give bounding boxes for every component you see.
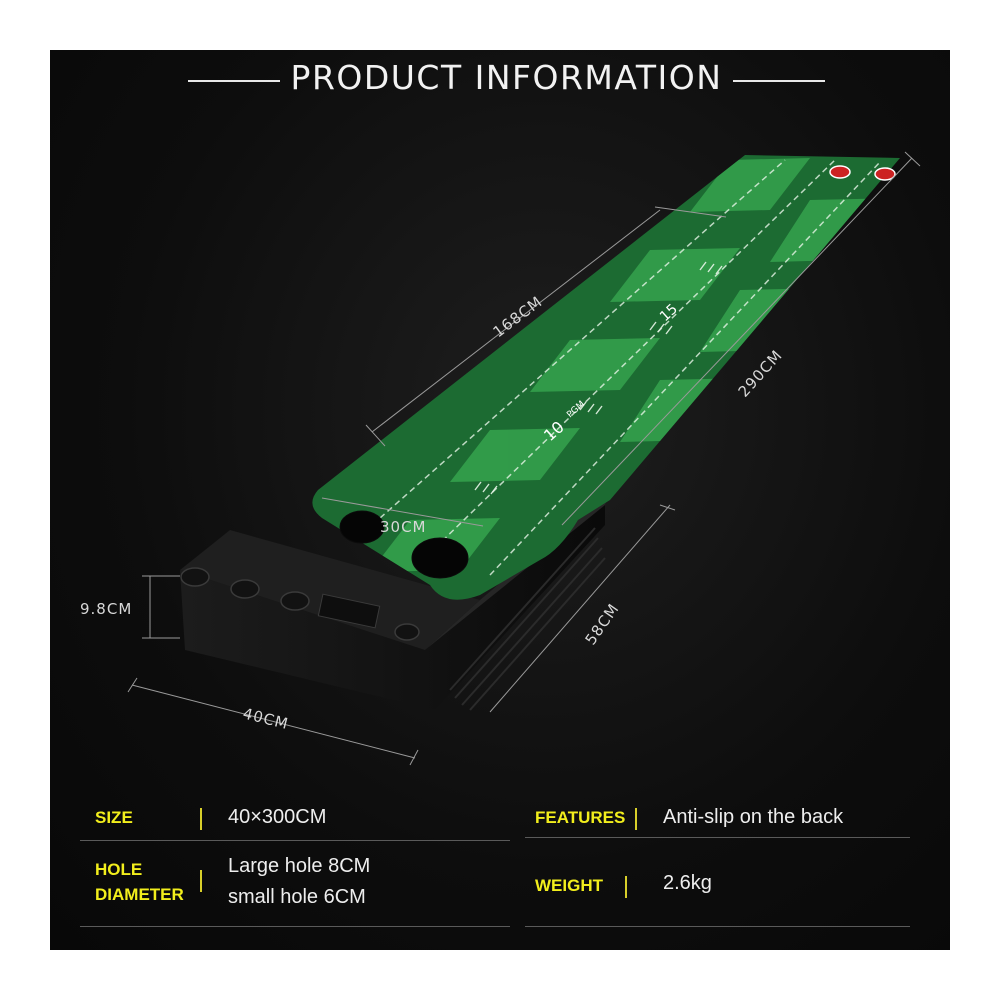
spec-features-label: FEATURES — [535, 808, 626, 827]
target-red-2 — [874, 167, 896, 181]
spec-row-rule-left-1 — [80, 840, 510, 841]
base-top-left — [180, 530, 480, 650]
putting-mat: 10 15 PGM — [312, 155, 900, 600]
page-title: PRODUCT INFORMATION — [290, 58, 723, 97]
title-rule-right — [733, 80, 825, 82]
spec-hole-divider — [200, 870, 202, 892]
large-hole — [411, 537, 469, 579]
dimension-30cm: 30CM — [380, 518, 427, 536]
spec-weight-value: 2.6kg — [663, 872, 712, 894]
spec-size-label: SIZE — [95, 808, 133, 827]
target-red-1 — [829, 165, 851, 179]
dimension-lines — [127, 151, 921, 766]
spec-weight-label: WEIGHT — [535, 876, 603, 895]
spec-features-value: Anti-slip on the back — [663, 806, 844, 828]
product-illustration: 10 15 PGM — [80, 151, 921, 766]
dimension-58cm: 58CM — [582, 600, 623, 648]
spec-row-rule-left-2 — [80, 926, 510, 927]
spec-row-rule-right-2 — [525, 926, 910, 927]
title-rule-left — [188, 80, 280, 82]
dimension-290cm: 290CM — [735, 346, 787, 400]
base-ribs — [449, 527, 606, 711]
spec-hole-label-1: HOLE — [95, 860, 143, 879]
product-info-panel: PRODUCT INFORMATION — [50, 50, 950, 950]
spec-hole-value-2: small hole 6CM — [228, 886, 366, 908]
dimension-9-8cm: 9.8CM — [80, 600, 132, 618]
spec-size-value: 40×300CM — [228, 806, 327, 828]
spec-hole-value-1: Large hole 8CM — [228, 855, 371, 877]
spec-features-divider — [635, 808, 637, 830]
title-row: PRODUCT INFORMATION — [50, 58, 950, 102]
brand-plate — [317, 593, 381, 629]
spec-row-rule-right-1 — [525, 837, 910, 838]
spec-size-divider — [200, 808, 202, 830]
dimension-40cm: 40CM — [241, 704, 290, 733]
spec-weight-divider — [625, 876, 627, 898]
base-front-face — [180, 505, 605, 710]
small-hole — [339, 510, 385, 544]
spec-hole-label-2: DIAMETER — [95, 885, 184, 904]
ball-cups — [180, 567, 420, 641]
